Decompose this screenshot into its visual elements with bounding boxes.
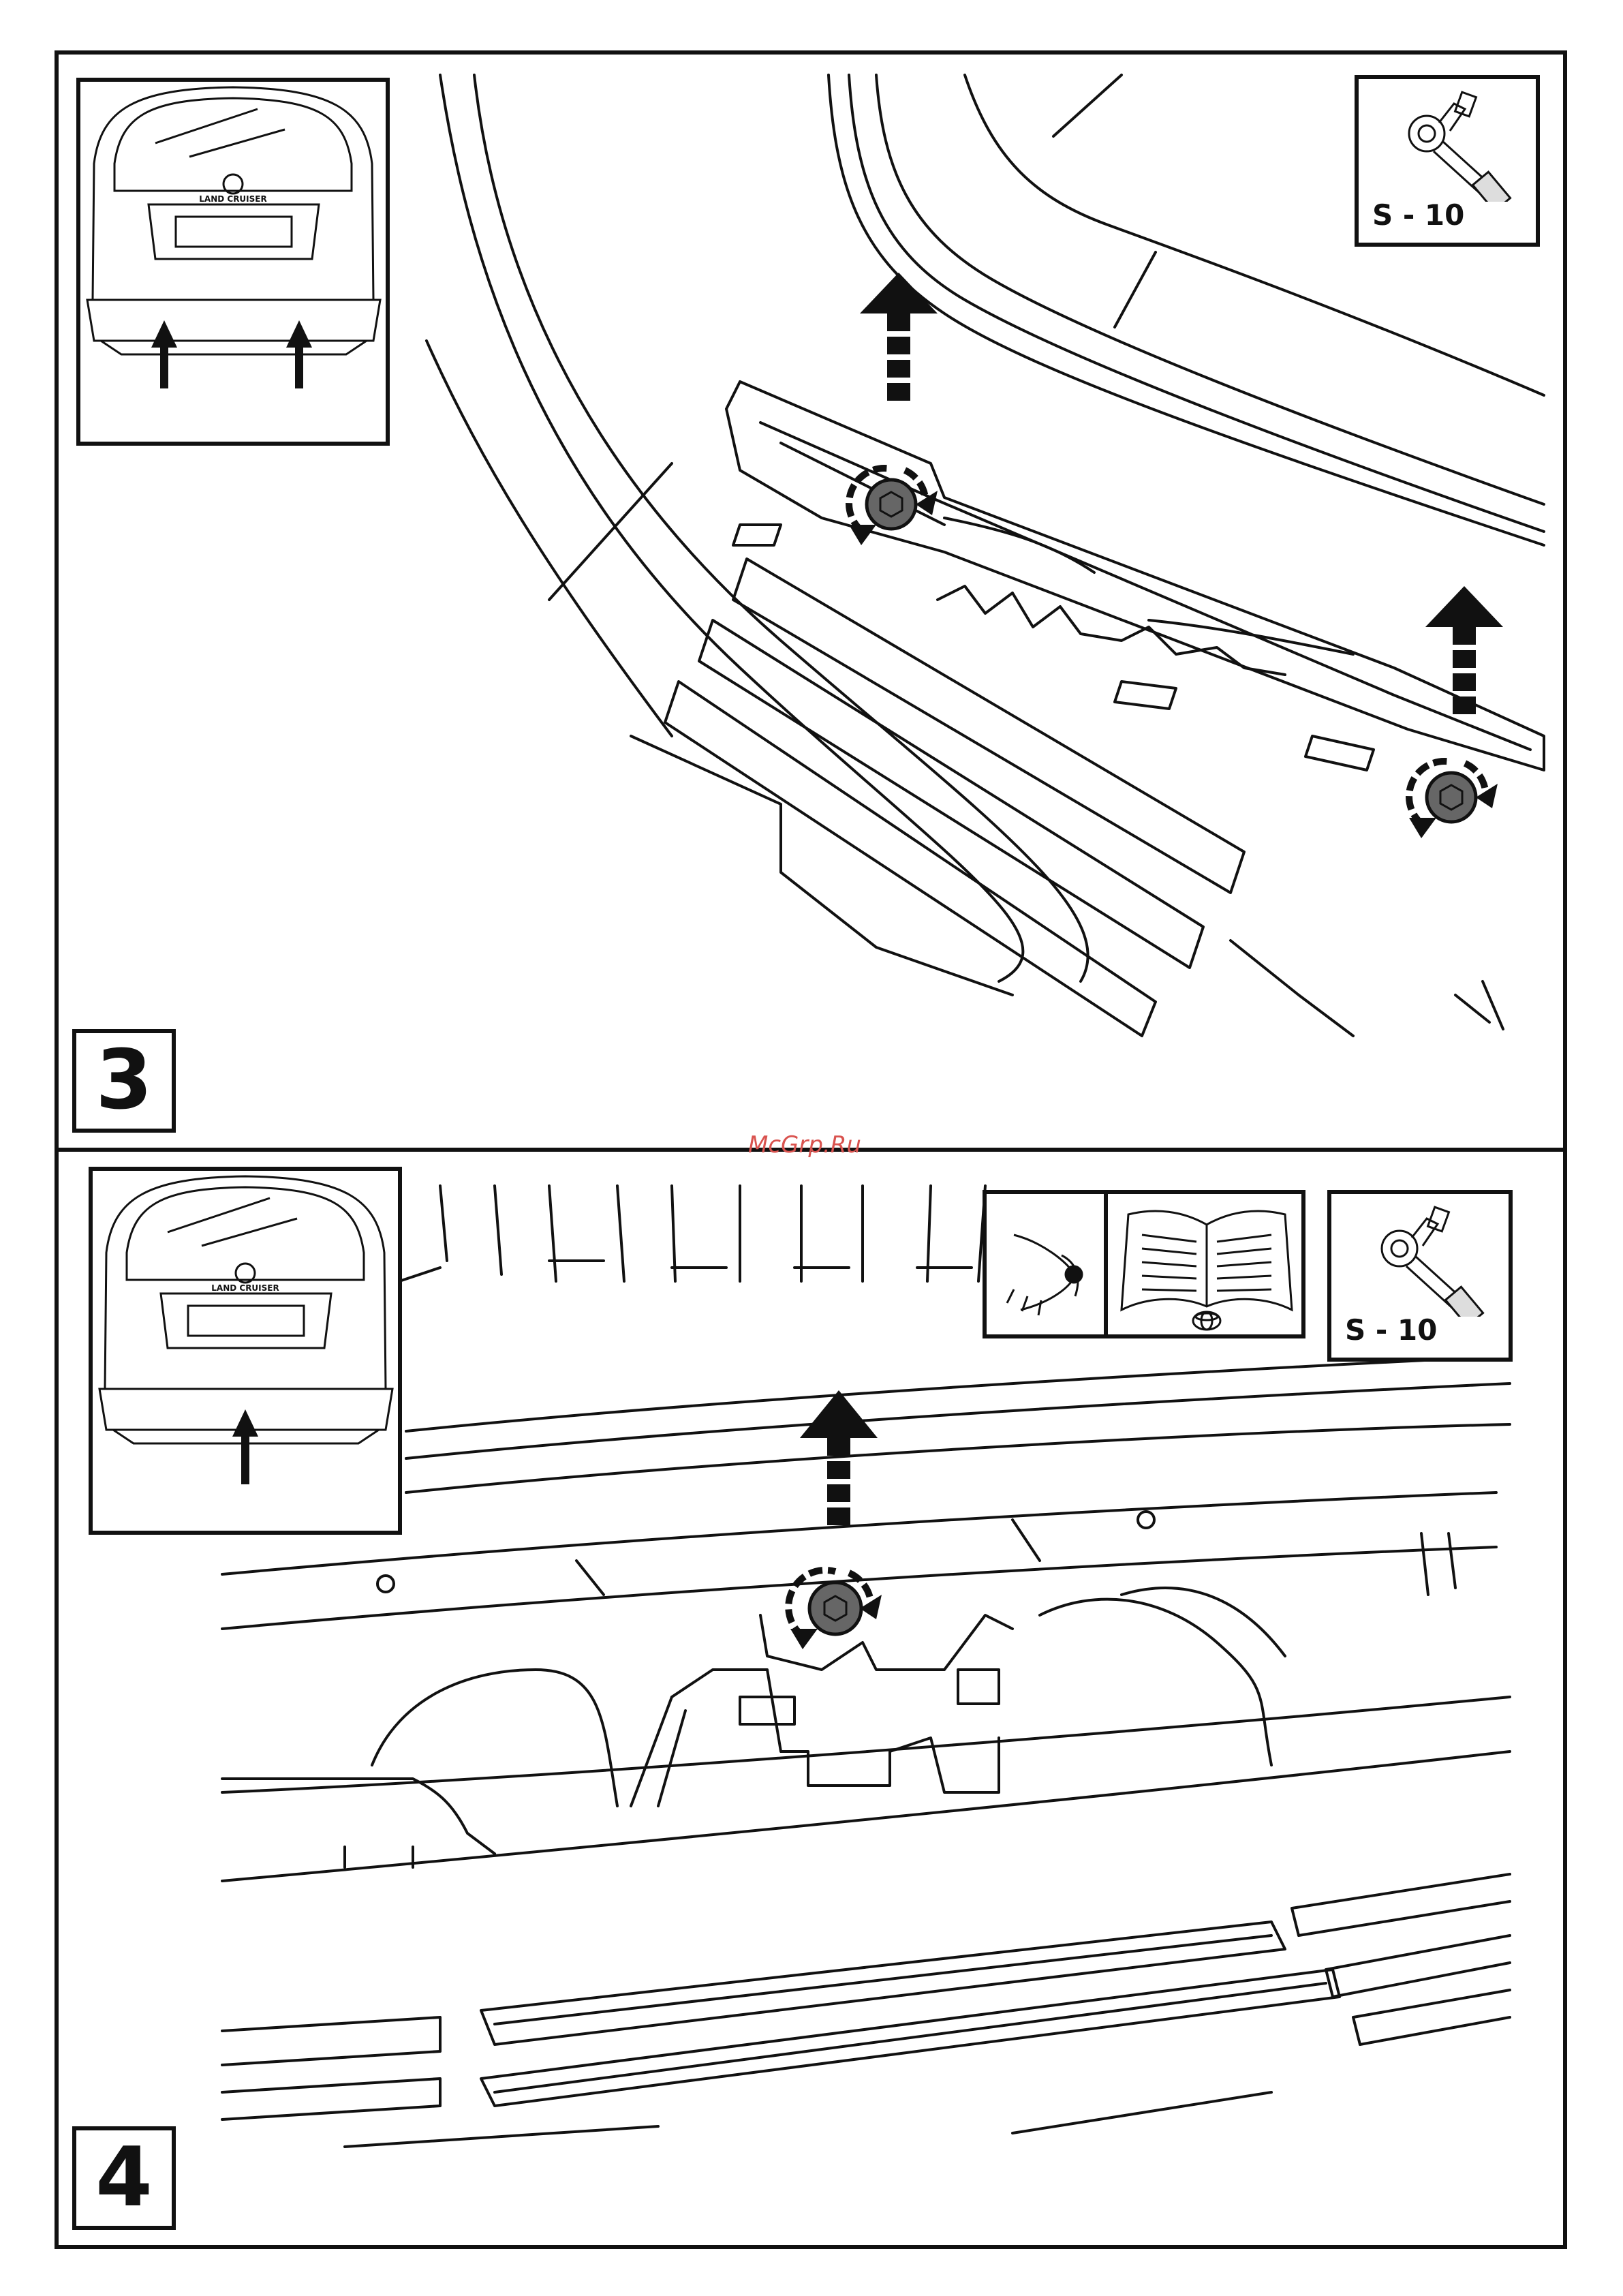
eye-icon [987,1194,1102,1334]
arrow-up-icon [232,1409,258,1484]
vehicle-rear-view-inset: LAND CRUISER [89,1167,402,1535]
hex-bolt-icon [849,468,938,545]
tool-s10-box: S - 10 [1327,1190,1513,1362]
step-number: 3 [72,1029,176,1133]
tool-size-label: S - 10 [1372,198,1464,232]
step-3-panel: LAND CRUISER S - 10 3 [55,50,1567,1152]
vehicle-rear-view-inset: LAND CRUISER [76,78,390,446]
socket-wrench-icon [1331,1194,1509,1317]
hex-bolt-icon [788,1570,882,1649]
manual-book-icon [1108,1194,1305,1334]
tool-s10-box: S - 10 [1355,75,1540,247]
refer-to-manual-box [983,1190,1305,1338]
watermark: McGrp.Ru [748,1131,861,1159]
toyota-logo-icon [1193,1312,1220,1330]
socket-wrench-icon [1359,79,1536,202]
hex-bolt-icon [1409,761,1498,838]
step-number: 4 [72,2126,176,2230]
tool-size-label: S - 10 [1345,1313,1437,1347]
svg-text:LAND CRUISER: LAND CRUISER [211,1283,279,1293]
svg-text:LAND CRUISER: LAND CRUISER [199,194,266,204]
step-4-panel: LAND CRUISER [55,1148,1567,2249]
